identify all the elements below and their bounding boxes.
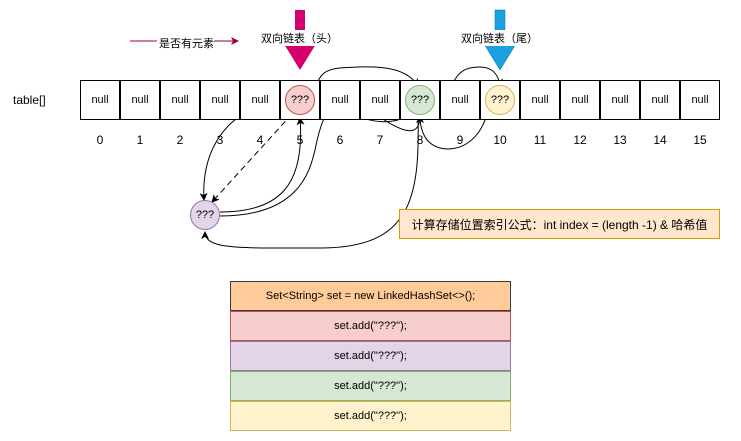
link-red-to-purple-dashed [211, 113, 293, 203]
legend-exists-label: 是否有元素 [159, 38, 214, 50]
node-green: ??? [405, 85, 435, 115]
table-label: table[] [13, 93, 46, 107]
index-label-14: 14 [653, 133, 667, 147]
index-label-5: 5 [296, 133, 304, 147]
index-label-2: 2 [176, 133, 184, 147]
table-cell-14: null [640, 80, 680, 120]
link-purple-to-red [219, 117, 305, 213]
table-cell-12: null [560, 80, 600, 120]
code-line-add-3: set.add("???"); [230, 371, 511, 401]
node-red: ??? [285, 85, 315, 115]
index-label-11: 11 [533, 133, 547, 147]
table-cell-3: null [200, 80, 240, 120]
index-label-13: 13 [613, 133, 627, 147]
index-label-1: 1 [136, 133, 144, 147]
index-label-3: 3 [216, 133, 224, 147]
index-label-4: 4 [256, 133, 264, 147]
table-cell-6: null [320, 80, 360, 120]
index-label-12: 12 [573, 133, 587, 147]
node-yellow: ??? [485, 85, 515, 115]
index-label-9: 9 [456, 133, 464, 147]
index-formula-box: 计算存储位置索引公式：int index = (length -1) & 哈希值 [399, 209, 720, 239]
index-label-0: 0 [96, 133, 104, 147]
table-cell-11: null [520, 80, 560, 120]
index-label-15: 15 [693, 133, 707, 147]
table-cell-13: null [600, 80, 640, 120]
table-cell-4: null [240, 80, 280, 120]
code-line-add-4: set.add("???"); [230, 401, 511, 431]
head-label: 双向链表（头） [261, 30, 338, 46]
table-cell-2: null [160, 80, 200, 120]
index-label-7: 7 [376, 133, 384, 147]
code-line-add-2: set.add("???"); [230, 341, 511, 371]
link-green-to-purple [201, 115, 419, 249]
code-line-declare: Set<String> set = new LinkedHashSet<>(); [230, 281, 511, 311]
tail-label: 双向链表（尾） [461, 30, 538, 46]
index-label-8: 8 [416, 133, 424, 147]
link-purple-to-green [219, 106, 413, 217]
table-cell-0: null [80, 80, 120, 120]
table-cell-7: null [360, 80, 400, 120]
table-cell-9: null [440, 80, 480, 120]
link-yellow-to-green [416, 109, 489, 150]
table-cell-1: null [120, 80, 160, 120]
table-cell-15: null [680, 80, 720, 120]
node-purple: ??? [190, 200, 220, 230]
index-label-10: 10 [493, 133, 507, 147]
head-pointer-arrow [284, 10, 316, 70]
index-label-6: 6 [336, 133, 344, 147]
code-line-add-1: set.add("???"); [230, 311, 511, 341]
